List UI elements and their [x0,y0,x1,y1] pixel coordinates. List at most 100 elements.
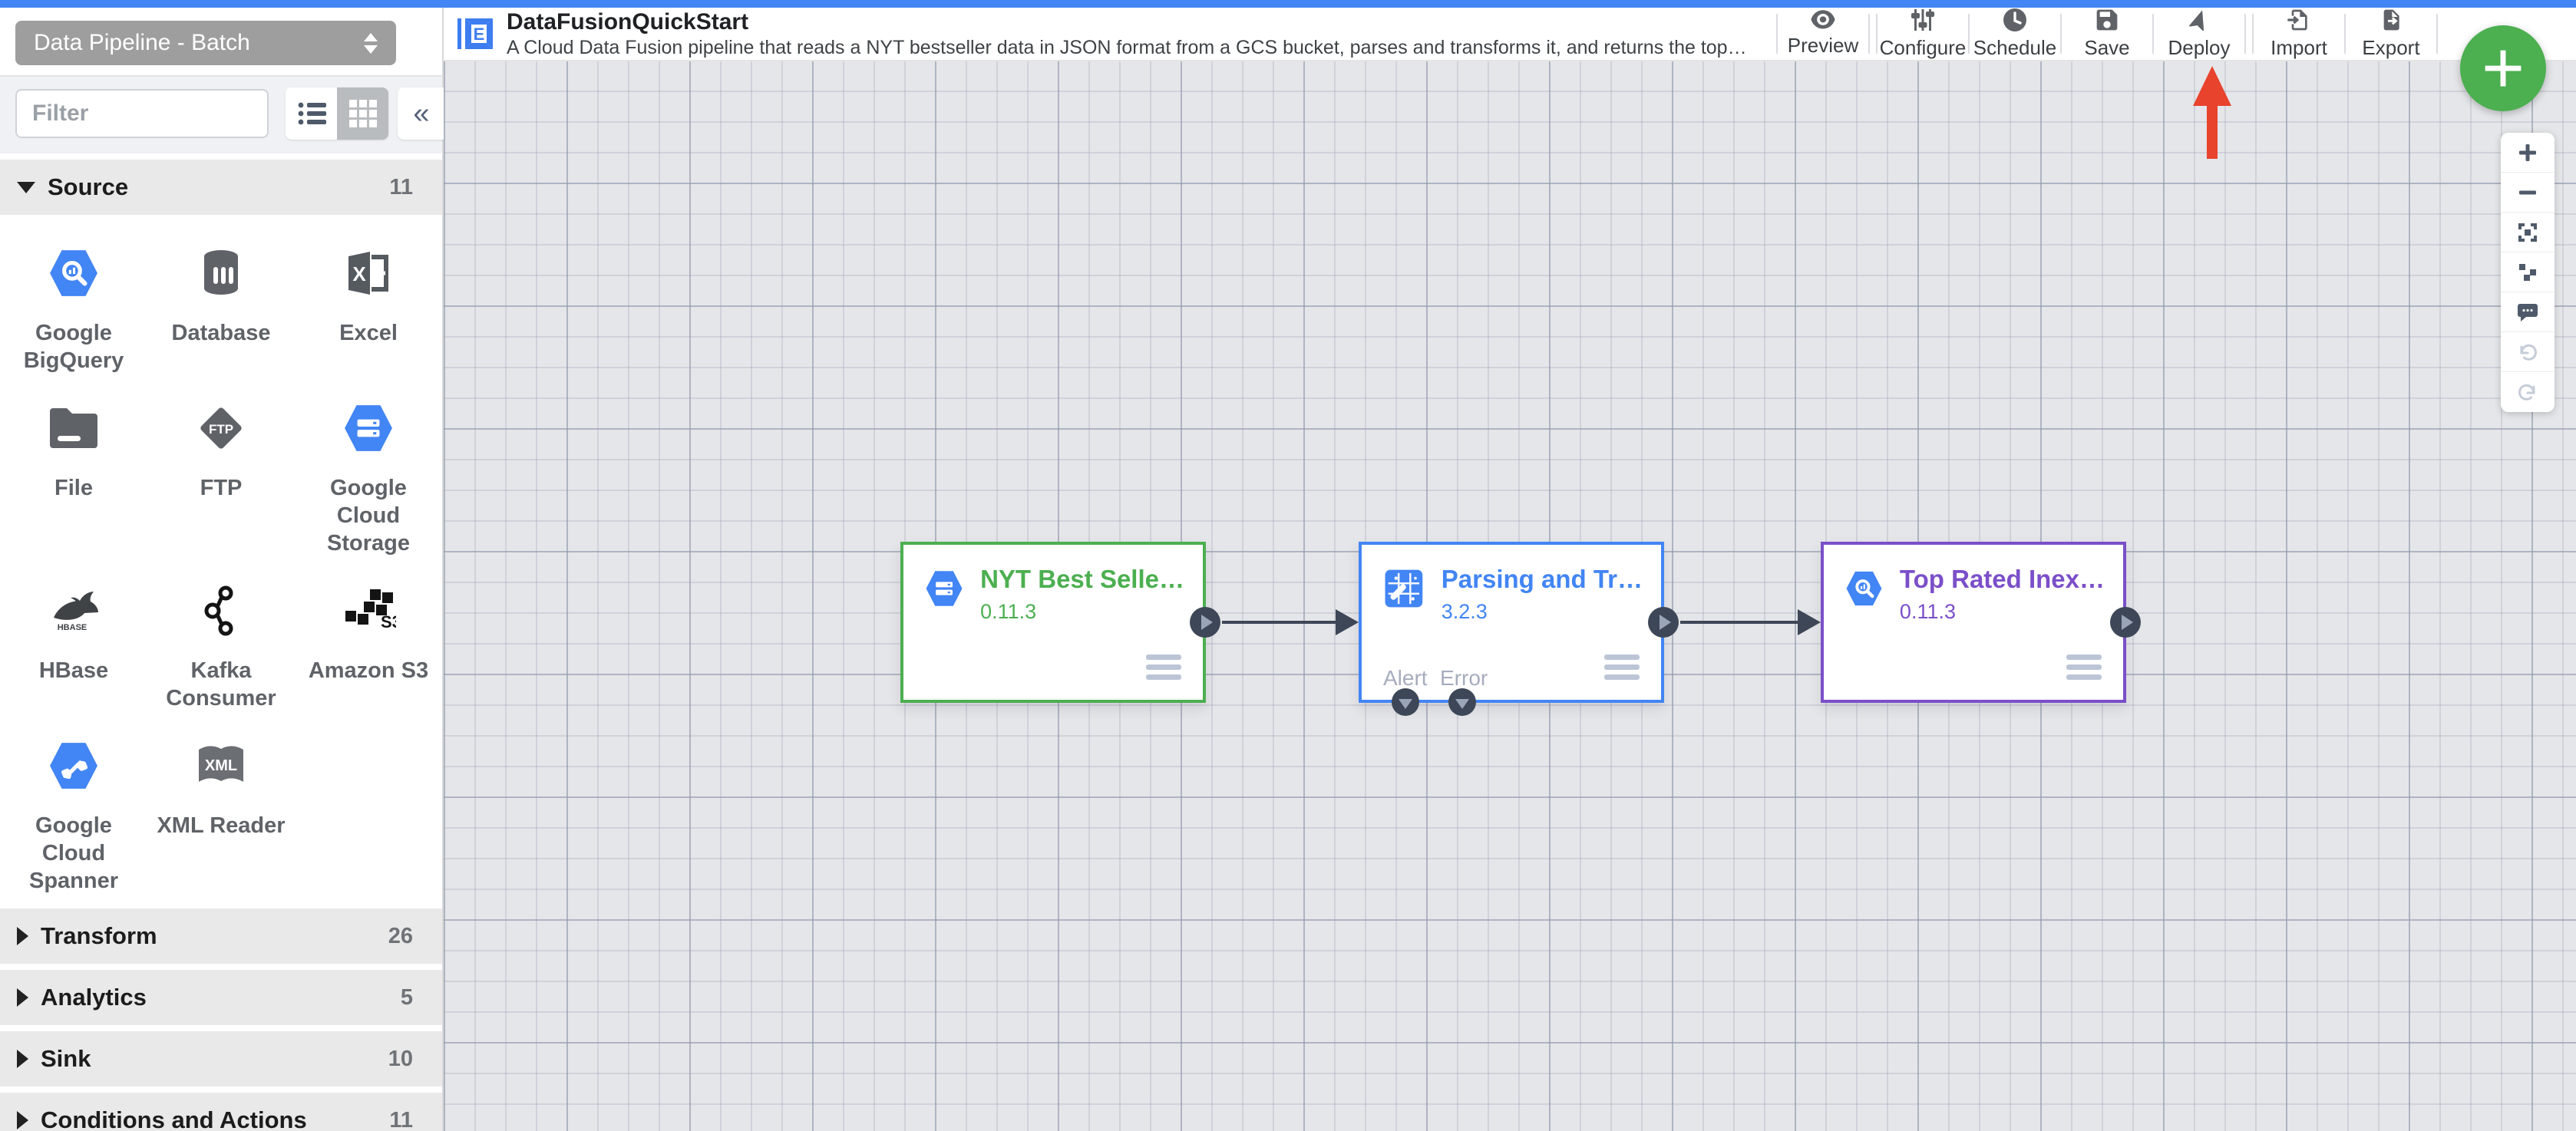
zoom-in-plus-icon [2519,143,2536,161]
redo-icon [2518,384,2535,401]
svg-text:X: X [352,262,366,285]
node-menu-icon[interactable] [1146,655,1181,680]
add-plugin-fab-button[interactable]: + [2460,25,2546,111]
pipeline-description: A Cloud Data Fusion pipeline that reads … [507,36,1750,58]
node-parsing-and-transform[interactable]: Parsing and Tr… 3.2.3 Alert Error [1359,542,1679,716]
plugin-google-cloud-spanner[interactable]: Google Cloud Spanner [0,730,147,895]
arrow-shaft [2207,105,2218,159]
pipeline-name: DataFusionQuickStart [507,8,749,35]
divider [0,964,442,970]
node-menu-icon[interactable] [1604,655,1640,680]
section-sink[interactable]: Sink 10 [0,1031,442,1086]
undo-icon [2520,344,2537,361]
plugin-database[interactable]: Database [147,238,295,374]
kafka-icon [203,575,239,646]
connection-line[interactable] [1222,621,1339,624]
pipeline-type-row: Data Pipeline - Batch [0,8,442,77]
node-output-port[interactable] [1190,607,1220,638]
error-port[interactable] [1448,688,1476,716]
node-nyt-best-sellers[interactable]: NYT Best Selle… 0.11.3 [900,542,1220,703]
source-plugin-grid: Google BigQuery Database X [0,215,442,902]
section-source[interactable]: Source 11 [0,160,442,215]
section-source-count: 11 [389,174,413,199]
bigquery-hexagon-icon [46,238,101,308]
updown-arrows-icon [364,32,378,54]
hbase-orca-icon: HBASE [46,575,101,646]
fit-to-screen-button[interactable] [2501,213,2555,252]
paper-plane-icon [2189,10,2204,31]
alert-port[interactable] [1392,688,1419,716]
view-toggle [286,87,388,140]
deploy-annotation-arrow [2193,66,2231,160]
section-source-label: Source [48,173,129,200]
data-fusion-logo: E [457,18,493,49]
grid-view-icon [348,100,377,127]
down-triangle-icon [1455,698,1469,709]
section-analytics[interactable]: Analytics 5 [0,970,442,1025]
comment-button[interactable] [2501,292,2555,332]
preview-button[interactable]: Preview [1778,8,1868,60]
connection-line[interactable] [1680,621,1801,624]
pipeline-brand: E DataFusionQuickStart A Cloud Data Fusi… [444,8,1776,60]
divider [0,1025,442,1031]
section-conditions-and-actions[interactable]: Conditions and Actions 11 [0,1093,442,1131]
plugin-excel[interactable]: X Excel [295,238,442,374]
svg-text:XML: XML [205,757,237,774]
play-triangle-icon [1660,615,1671,630]
comment-icon [2518,303,2538,321]
eye-icon [1811,10,1835,29]
arrow-head [2193,66,2231,106]
undo-button[interactable] [2501,332,2555,372]
wrangler-icon [1385,569,1423,608]
grid-view-button[interactable] [337,87,388,140]
plugin-hbase[interactable]: HBASE HBase [0,575,147,712]
configure-button[interactable]: Configure [1878,8,1968,60]
ftp-diamond-icon: FTP [195,393,247,463]
plugin-xml-reader[interactable]: XML XML Reader [147,730,295,895]
connection-arrowhead-icon [1798,609,1821,635]
node-top-rated-inexpensive[interactable]: Top Rated Inex… 0.11.3 [1821,542,2141,703]
sliders-icon [1911,9,1934,31]
node-title: Top Rated Inex… [1899,565,2105,593]
node-output-port[interactable] [2110,607,2141,638]
zoom-out-button[interactable] [2501,173,2555,213]
plugin-google-bigquery[interactable]: Google BigQuery [0,238,147,374]
node-menu-icon[interactable] [2066,655,2102,680]
amazon-s3-icon: S3 [341,575,396,646]
plugin-google-cloud-storage[interactable]: Google Cloud Storage [295,393,442,557]
plugin-grid-spacer [295,730,442,895]
node-output-port[interactable] [1648,607,1679,638]
pipeline-titles: DataFusionQuickStart A Cloud Data Fusion… [507,9,1750,59]
node-title: Parsing and Tr… [1441,565,1643,593]
node-version: 3.2.3 [1441,600,1488,623]
plugin-kafka-consumer[interactable]: Kafka Consumer [147,575,295,712]
collapse-chevrons-icon: « [413,97,430,130]
chevron-right-icon [17,927,28,945]
import-button[interactable]: Import [2254,8,2344,60]
fit-to-screen-icon [2518,223,2537,242]
save-button[interactable]: Save [2062,8,2152,60]
plugin-filter-row: « [0,77,445,153]
schedule-button[interactable]: Schedule [1970,8,2060,60]
deploy-button[interactable]: Deploy [2154,8,2244,60]
floppy-icon [2096,9,2118,31]
list-view-button[interactable] [286,87,337,140]
zoom-in-button[interactable] [2501,133,2555,173]
error-port-label: Error [1440,666,1488,690]
cloud-spanner-hexagon-icon [46,730,101,801]
sidebar-collapse-button[interactable]: « [398,87,445,140]
divider [0,1086,442,1093]
plugin-file[interactable]: File [0,393,147,557]
pipeline-type-select[interactable]: Data Pipeline - Batch [15,21,396,65]
plugin-filter-input[interactable] [15,89,269,138]
section-transform[interactable]: Transform 26 [0,908,442,964]
chevron-right-icon [17,1050,28,1068]
cloud-storage-hexagon-icon [341,393,396,463]
redo-button[interactable] [2501,372,2555,412]
auto-align-button[interactable] [2501,252,2555,292]
plus-icon: + [2481,27,2525,109]
export-button[interactable]: Export [2346,8,2436,60]
plugin-amazon-s3[interactable]: S3 Amazon S3 [295,575,442,712]
plugin-ftp[interactable]: FTP FTP [147,393,295,557]
